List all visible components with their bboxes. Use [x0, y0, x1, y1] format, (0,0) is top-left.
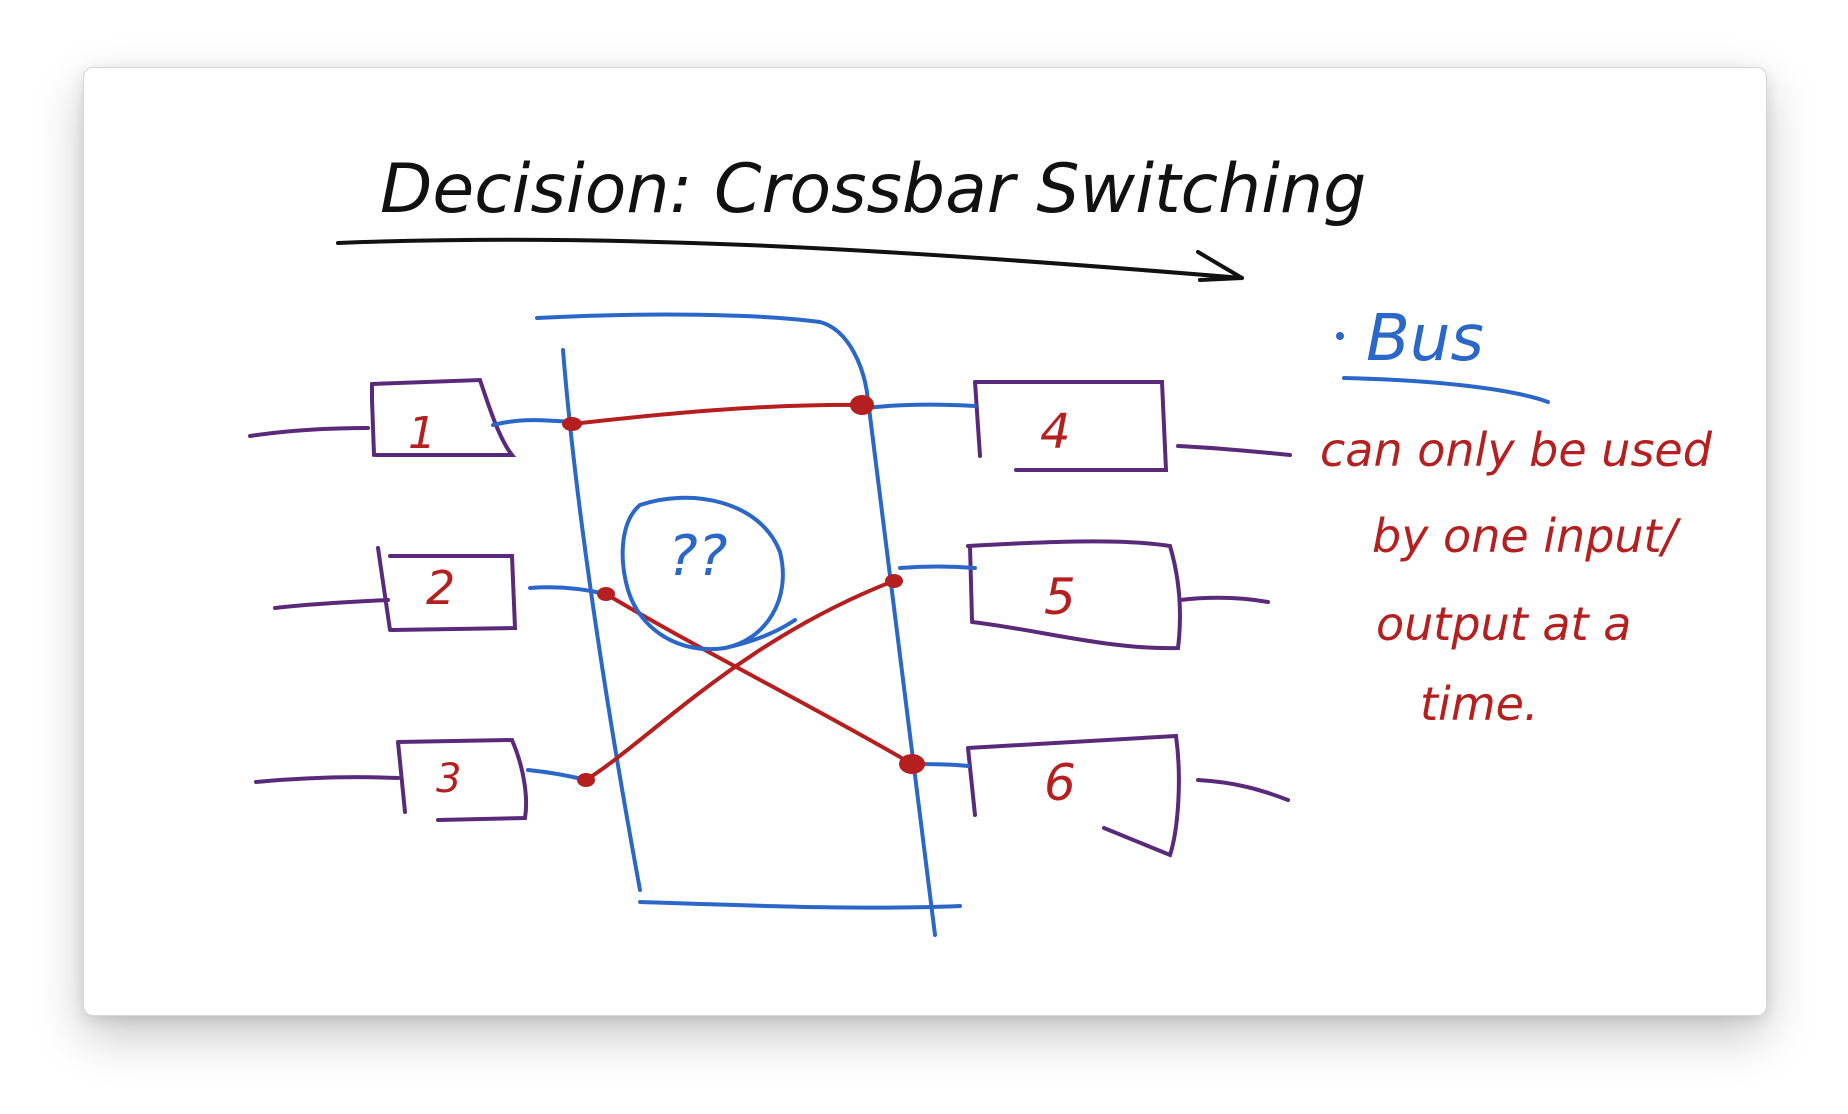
input-label-3: 3	[436, 756, 461, 802]
crosspoint-connections	[570, 402, 914, 782]
note-line: output at a	[1376, 597, 1631, 651]
output-label-6: 6	[1044, 754, 1076, 812]
note-heading-underline	[1342, 376, 1550, 404]
question-marks: ??	[668, 524, 727, 589]
input-port-2	[273, 546, 518, 632]
output-label-4: 4	[1040, 404, 1071, 460]
input-port-1	[248, 377, 517, 457]
note-line: by one input/	[1372, 509, 1682, 563]
connection-wires	[491, 402, 977, 782]
output-port-5	[966, 539, 1270, 651]
input-port-3	[254, 737, 529, 822]
input-label-1: 1	[408, 408, 436, 459]
diagram-title: Decision: Crossbar Switching	[380, 150, 1366, 229]
note-line: can only be used	[1320, 423, 1713, 477]
output-port-4	[973, 380, 1292, 472]
note-body: can only be used by one input/ output at…	[1320, 423, 1713, 731]
output-port-6	[966, 733, 1290, 858]
input-label-2: 2	[426, 561, 455, 615]
title-underline-arrow	[336, 237, 1244, 282]
output-label-5: 5	[1044, 568, 1076, 626]
note-heading: Bus	[1366, 302, 1484, 376]
crosspoint-dots	[562, 395, 925, 787]
crossbar-frame	[535, 312, 962, 937]
note-line: time.	[1420, 677, 1539, 731]
question-bubble	[620, 495, 797, 652]
bullet-dot	[1336, 332, 1344, 340]
